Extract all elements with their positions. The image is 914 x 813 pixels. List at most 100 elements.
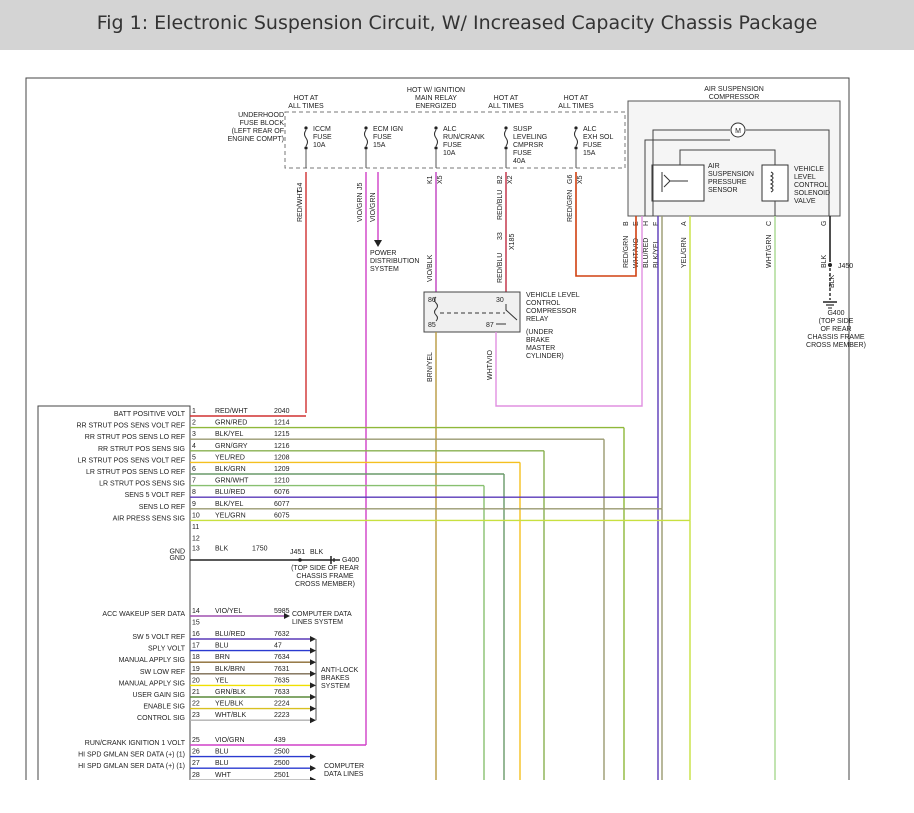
relay-location: MASTER: [526, 345, 555, 352]
module-pin-number: 1: [192, 408, 196, 415]
module-pin-label: RR STRUT POS SENS SIG: [98, 446, 185, 453]
compressor-wire-label: BLK: [821, 254, 828, 268]
module-circuit-label: 6077: [274, 501, 290, 508]
compressor-pin-label: A: [681, 221, 688, 226]
connector-label: X2: [507, 175, 514, 184]
module-wire-label: BLK: [215, 546, 229, 553]
module-pin-label: SENS LO REF: [139, 504, 185, 511]
connector-label: X5: [577, 175, 584, 184]
fuse-terminal: [434, 146, 438, 150]
module-wire-label: BLK/YEL: [215, 501, 244, 508]
module-pin-number: 12: [192, 536, 200, 543]
wire-label: BLK: [829, 274, 836, 288]
fuse-label: RUN/CRANK: [443, 134, 485, 141]
connector-label: X5: [437, 175, 444, 184]
relay-coil-icon: [434, 296, 438, 322]
module-circuit-label: 7633: [274, 689, 290, 696]
pressure-sensor-label: PRESSURE: [708, 179, 747, 186]
anti-lock-label: SYSTEM: [321, 683, 350, 690]
wire-label: VIO/GRN: [357, 192, 364, 222]
module-wire-label: RED/WHT: [215, 408, 248, 415]
fuse-label: 10A: [313, 142, 326, 149]
solenoid-valve-label: SOLENOID: [794, 190, 830, 197]
computer-data-lines-label: LINES SYSTEM: [292, 619, 343, 626]
module-pin-number: 16: [192, 631, 200, 638]
arrow-icon: [310, 636, 316, 642]
module-pin-number: 8: [192, 489, 196, 496]
module-circuit-label: 439: [274, 737, 286, 744]
module-pin-label: SW 5 VOLT REF: [132, 634, 185, 641]
fuse-terminal: [574, 146, 578, 150]
compressor-pin-label: F: [653, 222, 660, 226]
relay-label: COMPRESSOR: [526, 308, 577, 315]
module-pin-number: 27: [192, 760, 200, 767]
connector-label: 33: [497, 232, 504, 240]
pressure-sensor-box: [651, 164, 705, 202]
fuse-icon: [304, 129, 308, 147]
module-circuit-label: 1750: [252, 546, 268, 553]
relay-pin-label: 85: [428, 322, 436, 329]
wire-red-grn: [575, 172, 637, 277]
arrow-icon: [310, 765, 316, 772]
connector-label: K1: [427, 175, 434, 184]
fuse-label: CMPRSR: [513, 142, 543, 149]
module-pin-number: 7: [192, 478, 196, 485]
relay-location: CYLINDER): [526, 353, 564, 360]
module-circuit-label: 6075: [274, 512, 290, 519]
relay-label: CONTROL: [526, 300, 560, 307]
module-wire-label: YEL/RED: [215, 454, 245, 461]
module-pin-number: 4: [192, 443, 196, 450]
arrow-icon: [310, 682, 316, 689]
module-pin-number: 18: [192, 654, 200, 661]
wire-label: WHT/VIO: [487, 350, 494, 380]
fuse-label: FUSE: [583, 142, 602, 149]
fuse-block-label: UNDERHOOD: [238, 112, 284, 119]
module-wire-label: BLU/RED: [215, 489, 245, 496]
module-wire-label: GRN/WHT: [215, 478, 249, 485]
module-pin-label: AIR PRESS SENS SIG: [113, 515, 185, 522]
module-pin-label: LR STRUT POS SENS VOLT REF: [78, 457, 185, 464]
arrow-icon: [310, 670, 316, 677]
module-circuit-label: 7631: [274, 666, 290, 673]
hot-ignition-label: MAIN RELAY: [415, 95, 457, 102]
fuse-terminal: [434, 126, 438, 130]
module-circuit-label: 2500: [274, 749, 290, 756]
compressor-internal-wire: [644, 139, 730, 216]
fuse-label: ICCM: [313, 126, 331, 133]
module-circuit-label: 7632: [274, 631, 290, 638]
relay-label: VEHICLE LEVEL: [526, 292, 580, 299]
compressor-internal-wire: [746, 129, 830, 216]
hot-at-all-times-label: HOT AT: [494, 95, 519, 102]
compressor-wire-label: WHT/GRN: [766, 235, 773, 268]
fuse-terminal: [304, 146, 308, 150]
module-pin-label: LR STRUT POS SENS SIG: [99, 481, 185, 488]
relay-pin-label: 87: [486, 322, 494, 329]
ground-label: G400: [827, 310, 844, 317]
connector-label: G4: [297, 183, 304, 192]
compressor-wire-label: YEL/GRN: [681, 237, 688, 268]
fuse-label: FUSE: [443, 142, 462, 149]
module-circuit-label: 2040: [274, 408, 290, 415]
computer-data-lines-label: COMPUTER DATA: [292, 611, 352, 618]
module-pin-label: ACC WAKEUP SER DATA: [102, 611, 185, 618]
fuse-block-location: ENGINE COMPT): [228, 136, 284, 143]
module-pin-label: BATT POSITIVE VOLT: [114, 411, 186, 418]
arrow-icon: [310, 705, 316, 712]
ground-location: CROSS MEMBER): [295, 581, 355, 588]
module-pin-label: USER GAIN SIG: [132, 692, 185, 699]
module-pin-label: GND: [169, 555, 185, 562]
module-pin-label: RR STRUT POS SENS VOLT REF: [76, 423, 185, 430]
anti-lock-label: BRAKES: [321, 675, 350, 682]
module-pin-label: MANUAL APPLY SIG: [119, 680, 185, 687]
title-bar: Fig 1: Electronic Suspension Circuit, W/…: [0, 0, 914, 50]
module-pin-number: 23: [192, 712, 200, 719]
compressor-wire-label: BLU/RED: [643, 238, 650, 268]
module-pin-number: 2: [192, 420, 196, 427]
compressor-label: AIR SUSPENSION: [704, 86, 764, 93]
fuse-terminal: [504, 146, 508, 150]
module-pin-label: MANUAL APPLY SIG: [119, 657, 185, 664]
pressure-sensor-label: AIR: [708, 163, 720, 170]
sensor-icon: [661, 172, 688, 192]
module-circuit-label: 2224: [274, 701, 290, 708]
module-circuit-label: 7635: [274, 677, 290, 684]
